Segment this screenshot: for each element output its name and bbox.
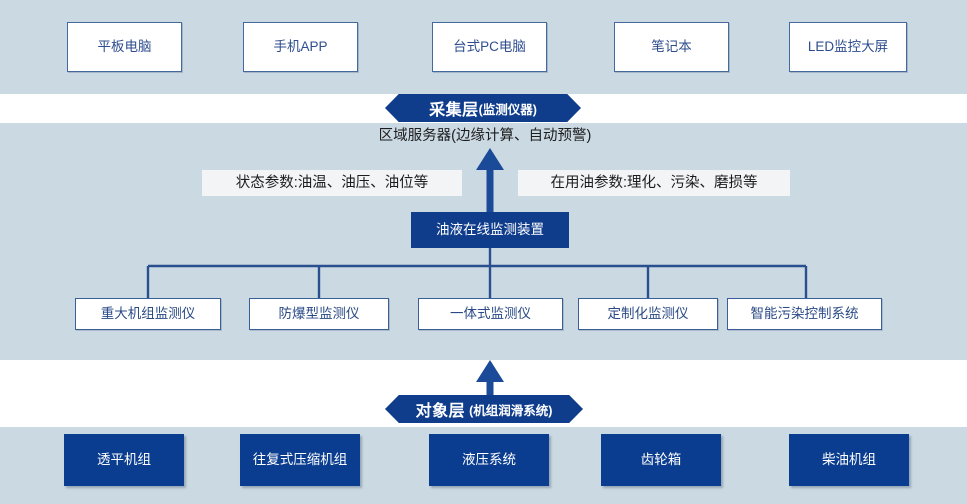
device-box-laptop[interactable]: 笔记本 <box>614 22 729 72</box>
monitor-label: 重大机组监测仪 <box>100 306 196 322</box>
device-box-led-screen[interactable]: LED监控大屏 <box>789 22 907 72</box>
device-label: 台式PC电脑 <box>453 39 526 55</box>
param-label: 在用油参数:理化、污染、磨损等 <box>550 174 758 191</box>
monitor-box-explosion-proof[interactable]: 防爆型监测仪 <box>249 298 389 330</box>
device-label: 笔记本 <box>651 39 692 55</box>
object-label: 往复式压缩机组 <box>252 452 348 468</box>
banner-subtitle: (机组润滑系统) <box>469 403 553 418</box>
device-box-desktop-pc[interactable]: 台式PC电脑 <box>432 22 547 72</box>
object-box-diesel-unit[interactable]: 柴油机组 <box>789 434 909 486</box>
object-box-gearbox[interactable]: 齿轮箱 <box>601 434 721 486</box>
regional-server-text: 区域服务器(边缘计算、自动预警) <box>378 127 592 144</box>
banner-title: 采集层 <box>429 102 479 119</box>
monitor-box-smart-contamination-control[interactable]: 智能污染控制系统 <box>727 298 882 330</box>
monitor-label: 一体式监测仪 <box>450 306 531 322</box>
object-box-hydraulic-system[interactable]: 液压系统 <box>429 434 549 486</box>
monitor-box-integrated[interactable]: 一体式监测仪 <box>418 298 563 330</box>
param-label: 状态参数:油温、油压、油位等 <box>235 174 429 191</box>
banner-title: 对象层 <box>415 403 466 420</box>
monitor-label: 智能污染控制系统 <box>750 306 859 322</box>
device-label: 手机APP <box>273 39 328 55</box>
main-device-box-oil-online-monitor[interactable]: 油液在线监测装置 <box>411 212 569 248</box>
regional-server-label: 区域服务器(边缘计算、自动预警) <box>340 125 630 147</box>
banner-object-layer: 对象层(机组润滑系统) <box>385 395 583 423</box>
monitor-box-customized[interactable]: 定制化监测仪 <box>578 298 718 330</box>
banner-subtitle: (监测仪器) <box>478 102 537 117</box>
monitor-label: 定制化监测仪 <box>607 306 689 322</box>
device-box-tablet[interactable]: 平板电脑 <box>67 22 182 72</box>
object-label: 透平机组 <box>97 452 151 468</box>
object-box-turbine-unit[interactable]: 透平机组 <box>64 434 184 486</box>
object-box-reciprocating-compressor[interactable]: 往复式压缩机组 <box>240 434 360 486</box>
monitor-box-major-unit[interactable]: 重大机组监测仪 <box>75 298 221 330</box>
banner-collection-layer: 采集层(监测仪器) <box>385 94 581 122</box>
monitor-label: 防爆型监测仪 <box>278 306 360 322</box>
object-label: 柴油机组 <box>822 452 876 468</box>
param-chip-status: 状态参数:油温、油压、油位等 <box>202 170 462 196</box>
device-label: LED监控大屏 <box>807 39 889 55</box>
object-label: 齿轮箱 <box>640 452 682 468</box>
param-chip-oil-in-use: 在用油参数:理化、污染、磨损等 <box>518 170 790 196</box>
device-box-mobile-app[interactable]: 手机APP <box>243 22 358 72</box>
device-label: 平板电脑 <box>97 39 152 55</box>
main-device-label: 油液在线监测装置 <box>436 222 544 238</box>
object-label: 液压系统 <box>462 452 516 468</box>
